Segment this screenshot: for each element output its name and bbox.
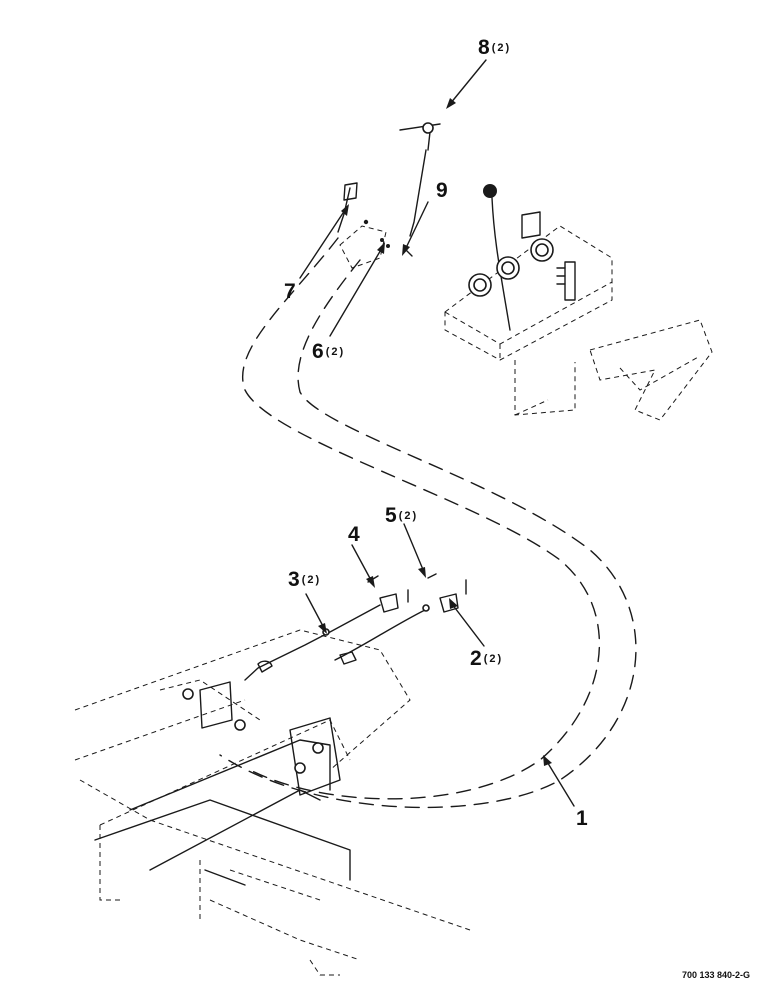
callout-1: 1: [576, 808, 588, 829]
callout-number: 1: [576, 807, 588, 830]
callout-quantity: (2): [398, 510, 419, 522]
callout-number: 7: [284, 280, 296, 303]
control-console: [444, 184, 713, 421]
callout-quantity: (2): [301, 574, 322, 586]
callout-9: 9: [436, 180, 448, 201]
callout-6: 6(2): [312, 341, 345, 362]
callout-number: 2: [470, 647, 482, 670]
lower-cable-assemblies: [244, 573, 467, 681]
callout-number: 3: [288, 568, 300, 591]
control-cable-1: [219, 237, 637, 809]
drawing-reference-number: 700 133 840-2-G: [681, 970, 750, 980]
callout-quantity: (2): [491, 42, 512, 54]
callout-2: 2(2): [470, 648, 503, 669]
callout-number: 4: [348, 523, 360, 546]
callout-number: 6: [312, 340, 324, 363]
callout-number: 9: [436, 179, 448, 202]
upper-cable-ends: [337, 122, 441, 269]
callout-5: 5(2): [385, 505, 418, 526]
leader-lines: [299, 59, 575, 807]
callout-quantity: (2): [483, 653, 504, 665]
callout-3: 3(2): [288, 569, 321, 590]
callout-number: 8: [478, 36, 490, 59]
callout-8: 8(2): [478, 37, 511, 58]
callout-4: 4: [348, 524, 360, 545]
callout-7: 7: [284, 281, 296, 302]
callout-quantity: (2): [325, 346, 346, 358]
callout-number: 5: [385, 504, 397, 527]
machine-frame: [74, 629, 471, 976]
